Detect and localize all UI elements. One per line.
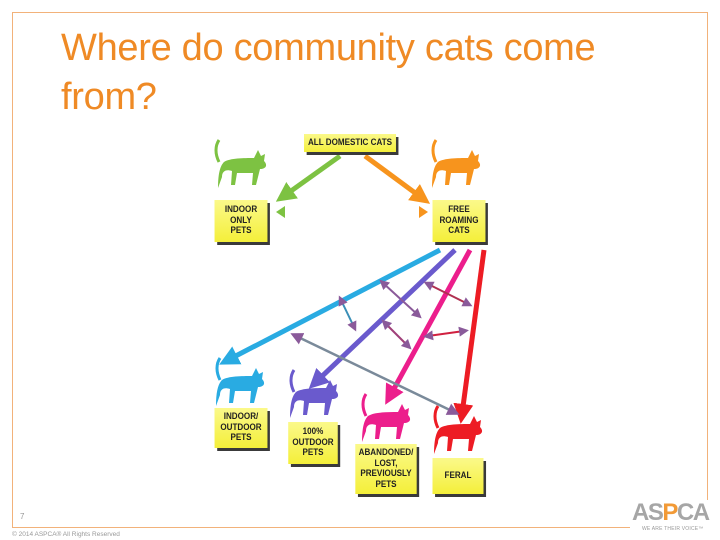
- slide-frame-top: [12, 12, 708, 13]
- node-indoor-only-pets: INDOOR ONLY PETS: [214, 200, 268, 242]
- node-indoor-outdoor-pets: INDOOR/ OUTDOOR PETS: [214, 408, 268, 448]
- cat-icon-indoor-only: [214, 139, 267, 188]
- slide-number: 7: [20, 512, 25, 521]
- slide-frame-bottom: [12, 527, 630, 528]
- slide-frame-left: [12, 12, 13, 528]
- cat-icon-free-roaming: [431, 139, 481, 188]
- node-abandoned-lost-pets: ABANDONED/ LOST, PREVIOUSLY PETS: [355, 444, 417, 494]
- cat-origin-diagram: ALL DOMESTIC CATS INDOOR ONLY PETS FREE …: [200, 128, 500, 500]
- node-all-domestic-cats: ALL DOMESTIC CATS: [304, 134, 396, 152]
- copyright-footer: © 2014 ASPCA® All Rights Reserved: [12, 531, 120, 538]
- cat-icon-feral: [433, 405, 483, 454]
- cat-icon-abandoned: [361, 393, 411, 442]
- aspca-logo: ASPCA WE ARE THEIR VOICE™: [630, 500, 710, 536]
- node-free-roaming-cats: FREE ROAMING CATS: [432, 200, 486, 242]
- slide-frame-right: [707, 12, 708, 500]
- logo-wordmark: ASPCA: [632, 499, 710, 526]
- node-feral: FERAL: [432, 458, 484, 494]
- cat-icon-indoor-outdoor: [215, 357, 265, 406]
- slide-title: Where do community cats come from?: [61, 27, 596, 118]
- node-outdoor-pets: 100% OUTDOOR PETS: [288, 422, 338, 464]
- diagram-arrows: [214, 139, 487, 454]
- logo-tagline: WE ARE THEIR VOICE™: [642, 526, 704, 532]
- cat-icon-outdoor: [289, 369, 339, 418]
